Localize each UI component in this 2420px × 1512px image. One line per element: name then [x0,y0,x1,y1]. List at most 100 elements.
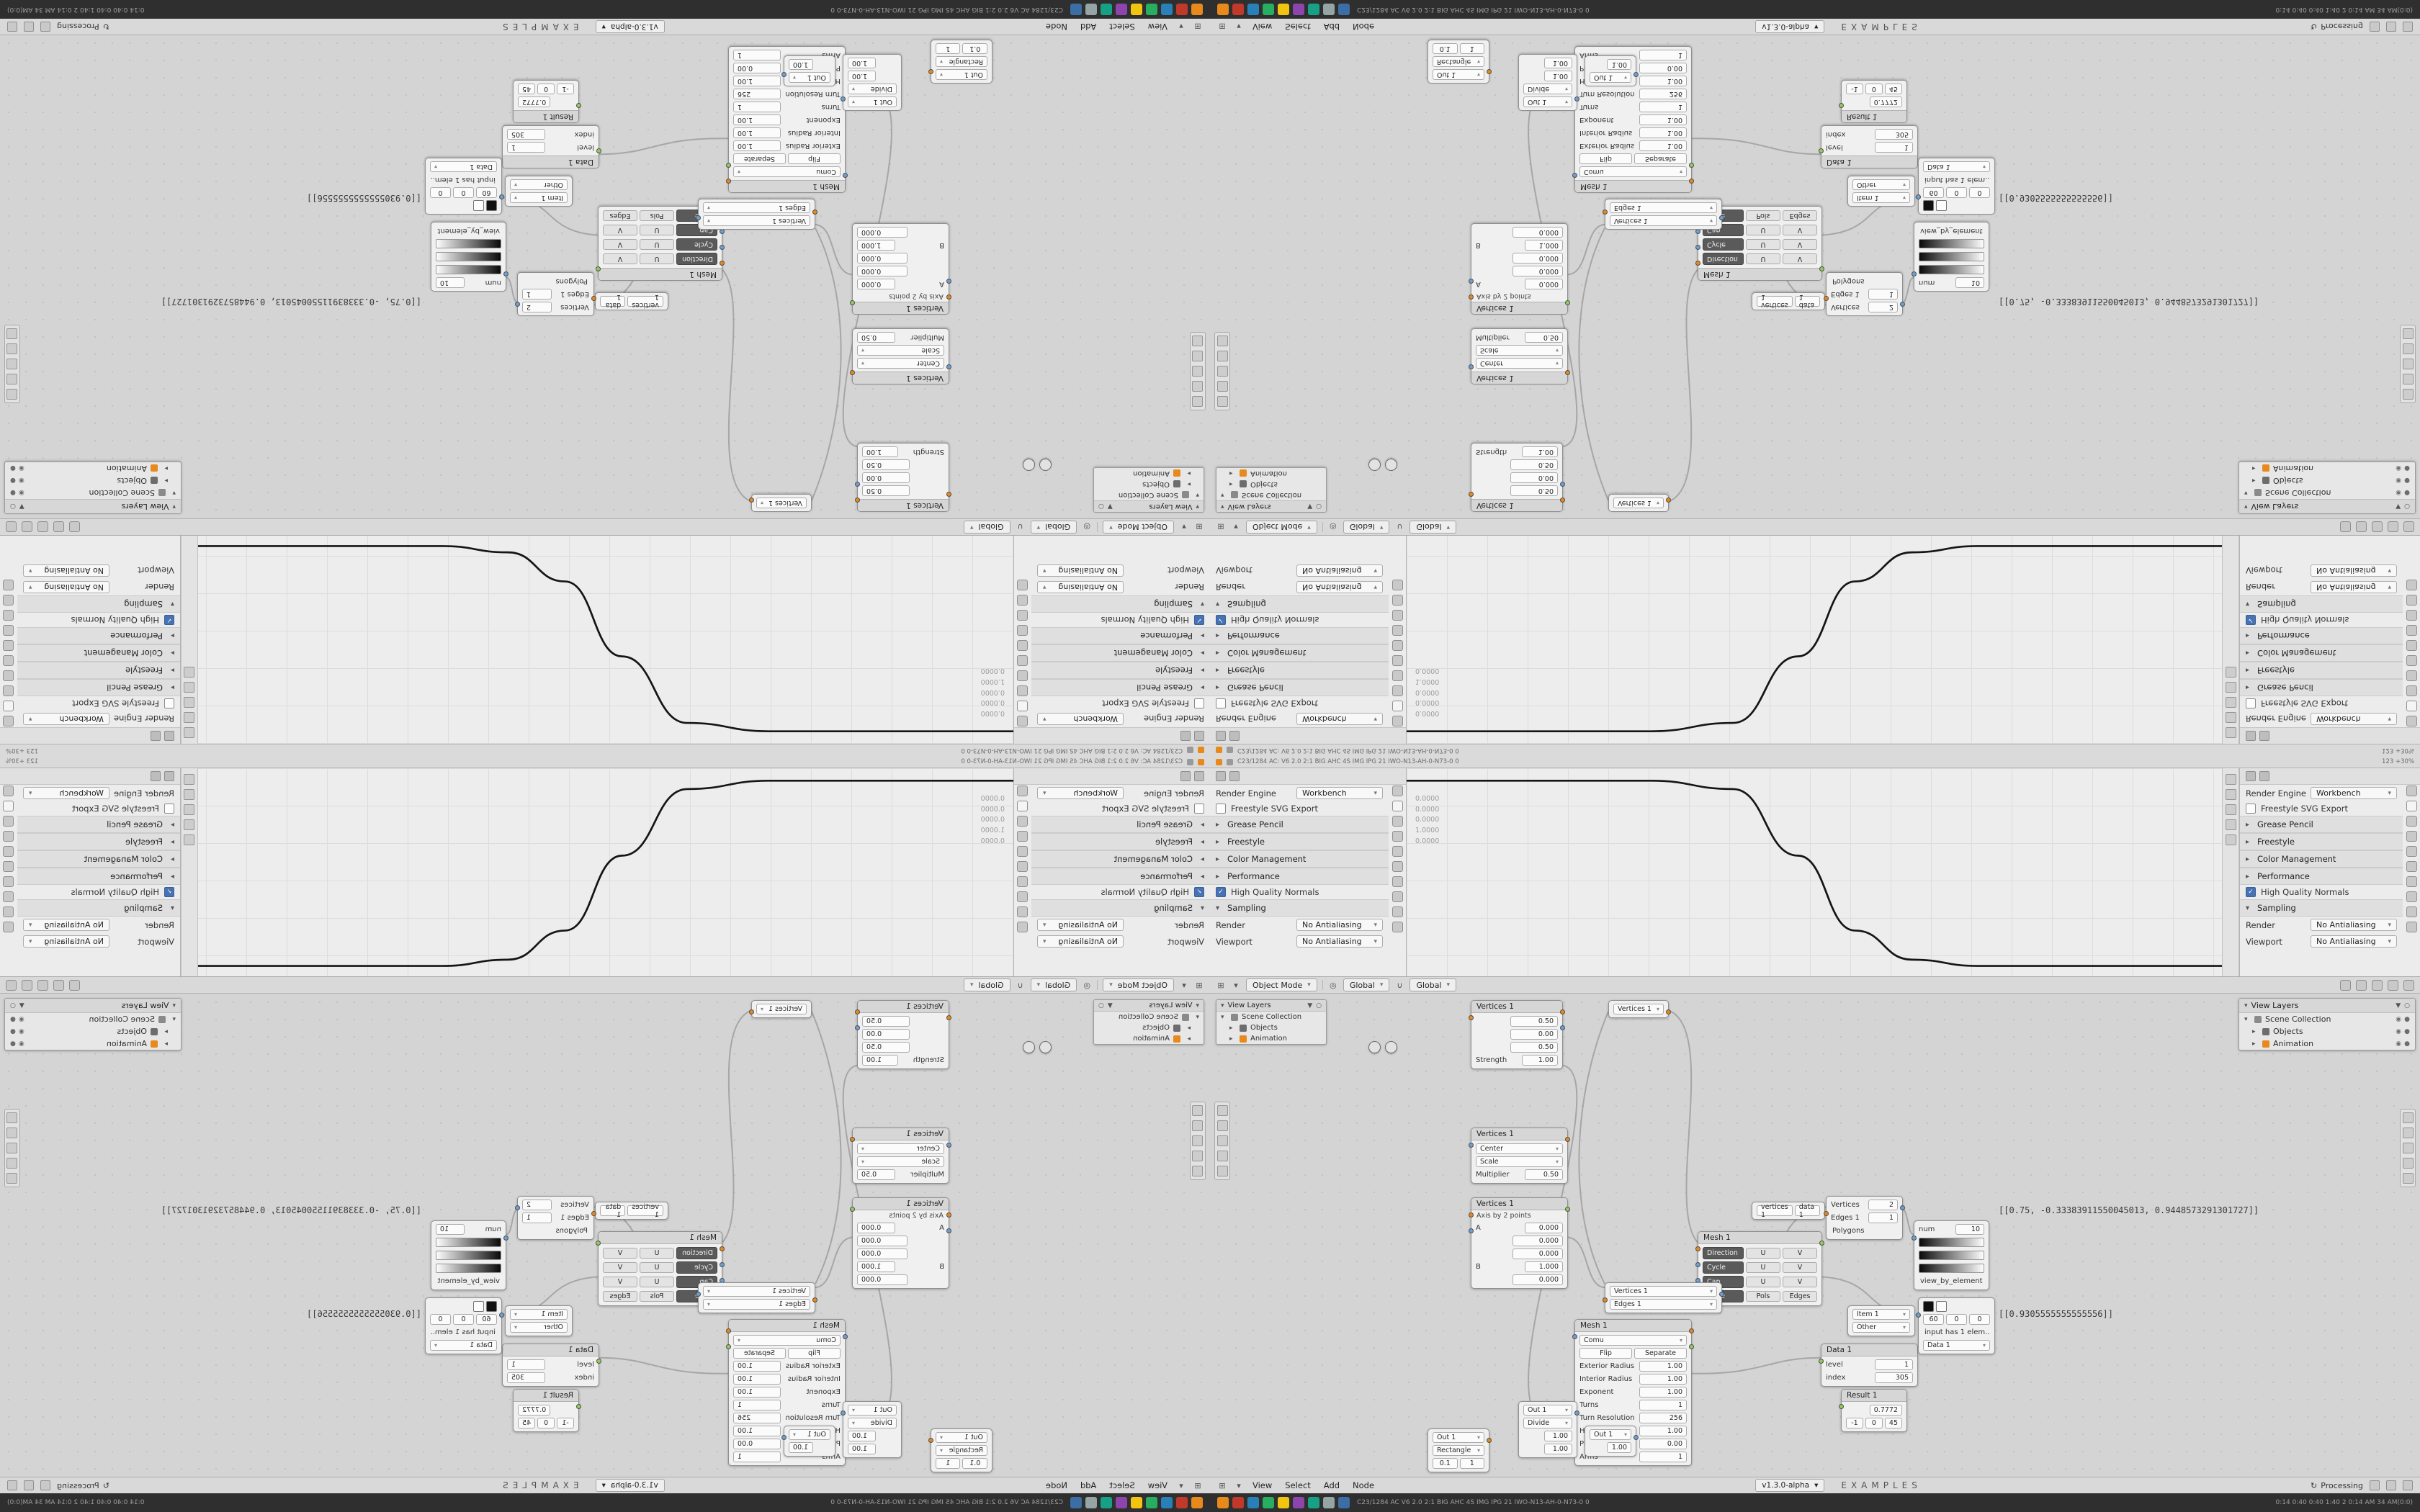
modifier-tab-icon[interactable] [1017,891,1028,902]
toggle-option[interactable]: U [1746,1262,1780,1273]
expand-triangle-icon[interactable]: ▾ [1196,491,1199,499]
toggle-option[interactable]: Pols [1746,1291,1780,1302]
node-value-field[interactable]: 0.50 [862,459,910,470]
node-field-value[interactable]: 1.000 [857,240,896,251]
taskbar-app-icon[interactable] [1101,4,1112,15]
node-value-field[interactable]: 0.00 [1510,1029,1558,1040]
xray-toggle-icon[interactable] [2356,521,2367,533]
node-select[interactable]: Other▾ [1852,179,1910,190]
toggle-option[interactable]: V [1783,1262,1817,1273]
node-field-value[interactable]: 1.00 [733,76,781,86]
taskbar-app-icon[interactable] [1085,4,1097,15]
render-visibility-icon[interactable]: ● [10,477,16,485]
node-chip[interactable]: data 1 [1794,1203,1820,1219]
node-field-value[interactable]: 0.00 [1639,1439,1687,1449]
node-value-field[interactable]: 1.00 [848,58,877,68]
field-select[interactable]: No Antialiasing▾ [2311,919,2397,931]
output-tab-icon[interactable] [1017,816,1028,827]
node-field-value[interactable]: 1.00 [1639,127,1687,138]
taskbar-app-icon[interactable] [1338,4,1350,15]
taskbar-app-icon[interactable] [1263,1497,1274,1508]
node-value-field[interactable]: 1.00 [848,1431,877,1441]
toggle-option[interactable]: V [603,1277,637,1287]
input-socket[interactable] [946,1015,951,1020]
tool-icon[interactable] [2402,328,2414,339]
expand-triangle-icon[interactable]: ▸ [1229,480,1233,488]
triangle-down-icon[interactable]: ▾ [1221,1002,1224,1009]
taskbar-app-icon[interactable] [1131,4,1142,15]
tool-icon[interactable] [2402,1112,2414,1123]
node-chip[interactable]: Flip [788,153,841,164]
node-chip[interactable]: 0 [1946,187,1967,198]
tool-icon[interactable] [1216,366,1228,377]
view-layer-tab-icon[interactable] [3,831,14,842]
black-swatch[interactable] [486,1301,497,1312]
toggle-option[interactable]: Edges [603,1291,637,1302]
magnet-icon[interactable]: ∪ [1397,980,1403,990]
editor-type-icon[interactable]: ⊞ [1194,22,1201,32]
node-chip[interactable]: 0 [1969,1314,1990,1325]
node-select[interactable]: Out 1▾ [1433,1432,1484,1443]
expand-triangle-icon[interactable]: ▾ [172,489,176,497]
node-value-field[interactable]: 0.7772 [518,96,551,107]
input-socket[interactable] [576,1404,581,1409]
output-socket[interactable] [1560,482,1565,487]
app-icon-secondary[interactable] [1227,758,1233,765]
output-socket[interactable] [515,302,520,307]
node-chip[interactable]: vertices 1 [627,294,663,310]
modifier-tab-icon[interactable] [3,610,14,621]
node-select[interactable]: Center▾ [1476,358,1563,369]
tool-icon[interactable] [1192,381,1204,392]
tool-icon[interactable] [2402,1128,2414,1138]
node-select[interactable]: Edges 1▾ [703,202,810,213]
outliner-row[interactable]: ▸Objects [1094,479,1204,490]
output-socket[interactable] [1900,1205,1905,1210]
node-chip[interactable]: -1 [557,1418,574,1428]
properties-section-freestyle[interactable]: ▸Freestyle [17,833,180,850]
black-swatch[interactable] [1923,1301,1934,1312]
input-socket[interactable] [576,103,581,108]
falloff-curve[interactable] [198,780,1013,967]
tool-icon[interactable] [184,789,195,800]
properties-section-color-management[interactable]: ▸Color Management [1210,850,1389,868]
toggle-option[interactable]: Edges [1783,1291,1817,1302]
checkbox[interactable]: ✓ [1194,887,1204,897]
properties-section-performance[interactable]: ▸Performance [2240,627,2403,644]
menu-view[interactable]: View [1147,22,1168,32]
taskbar-app-icon[interactable] [1293,4,1304,15]
object-tab-icon[interactable] [2406,625,2417,636]
properties-section-sampling[interactable]: ▾Sampling [1210,595,1389,613]
node-select[interactable]: Vertices 1▾ [756,1004,807,1014]
node-value-field[interactable]: 0.000 [1512,253,1563,264]
node-select[interactable]: Divide▾ [848,84,897,94]
node-chip[interactable]: Separate [733,1348,786,1359]
data-tab-icon[interactable] [1392,922,1403,932]
toggle-option[interactable]: Edges [603,210,637,221]
toggle-label[interactable]: Cycle [676,238,717,251]
properties-section-performance[interactable]: ▸Performance [1210,627,1389,644]
checkbox[interactable] [1216,698,1226,708]
funnel-icon[interactable]: ▼ [19,503,24,510]
object-tab-icon[interactable] [1392,625,1403,636]
node-chip[interactable]: 60 [476,187,497,198]
outliner-row[interactable]: ▸Objects [1094,1022,1204,1033]
node-field-value[interactable]: 1 [1868,289,1898,300]
data-tab-icon[interactable] [1017,922,1028,932]
tool-tab-icon[interactable] [1392,716,1403,726]
render-visibility-icon[interactable]: ● [2404,464,2410,472]
properties-section-sampling[interactable]: ▾Sampling [17,899,180,917]
field-select[interactable]: No Antialiasing▾ [1296,935,1383,948]
toggle-option[interactable]: U [1746,239,1780,250]
node-field-value[interactable]: 1.00 [862,446,899,457]
toggle-option[interactable]: U [640,1277,674,1287]
falloff-curve[interactable] [1407,545,2222,732]
node-chip[interactable]: 0 [537,84,555,94]
outliner-row[interactable]: ▸Objects [1216,479,1326,490]
input-socket[interactable] [1916,1313,1921,1318]
node-select[interactable]: Rectangle▾ [1433,56,1484,67]
field-select[interactable]: No Antialiasing▾ [23,564,109,577]
